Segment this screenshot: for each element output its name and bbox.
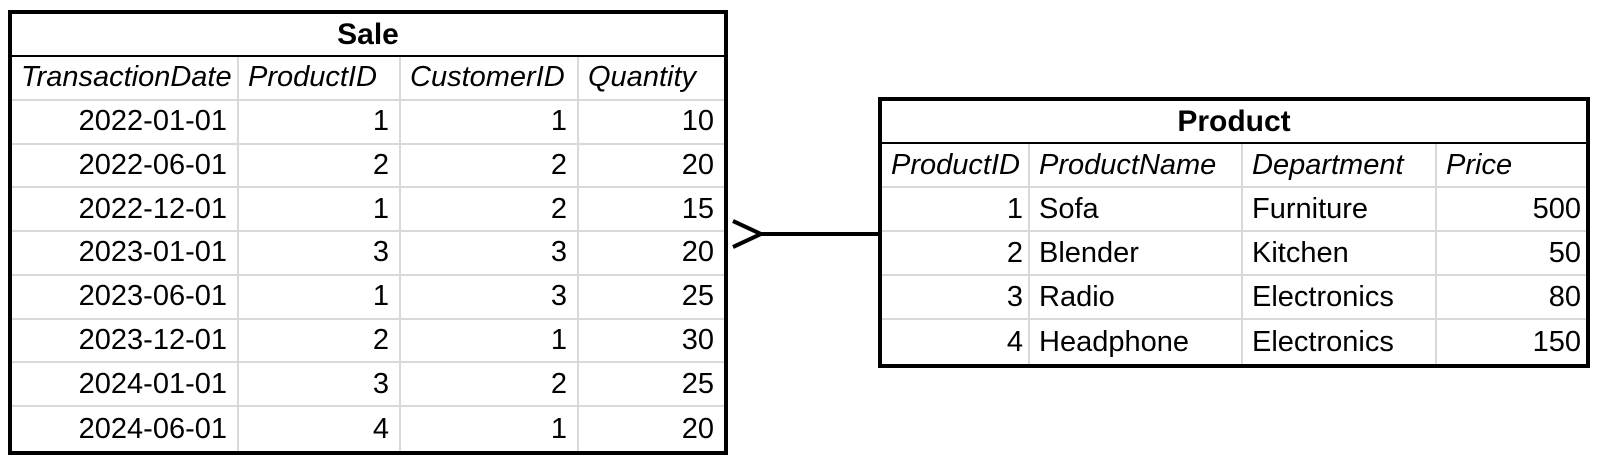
table-cell: 2 — [401, 144, 579, 189]
table-cell: Sofa — [1030, 188, 1243, 232]
table-cell: 1 — [401, 407, 579, 451]
table-cell: 1 — [882, 188, 1030, 232]
table-cell: Furniture — [1243, 188, 1437, 232]
table-cell: 2 — [239, 319, 401, 364]
table-cell: Headphone — [1030, 320, 1243, 364]
table-cell: 2024-06-01 — [12, 407, 239, 451]
table-cell: 1 — [401, 100, 579, 145]
table-cell: 1 — [239, 188, 401, 233]
column-header: TransactionDate — [12, 57, 239, 101]
table-cell: 3 — [401, 232, 579, 276]
table-cell: 3 — [239, 232, 401, 276]
column-header: ProductName — [1030, 144, 1243, 188]
table-cell: 20 — [579, 232, 724, 276]
column-header: Price — [1437, 144, 1586, 188]
column-header: Department — [1243, 144, 1437, 188]
table-cell: 20 — [579, 145, 724, 189]
table-cell: Blender — [1030, 232, 1243, 276]
column-header: ProductID — [882, 144, 1030, 188]
column-header: ProductID — [239, 57, 401, 101]
table-cell: 2023-12-01 — [12, 319, 239, 364]
table-cell: 25 — [579, 363, 724, 408]
product-table-title: Product — [882, 101, 1586, 144]
table-cell: 4 — [882, 320, 1030, 364]
table-cell: 2022-01-01 — [12, 100, 239, 145]
table-cell: 20 — [681, 412, 714, 445]
table-cell: 1 — [239, 100, 401, 145]
sale-table-title: Sale — [12, 14, 724, 57]
table-cell: 500 — [1437, 188, 1586, 232]
table-cell: 1 — [239, 275, 401, 320]
table-cell: 2024-01-01 — [12, 363, 239, 408]
table-cell: 15 — [579, 188, 724, 233]
table-cell: 2022-06-01 — [12, 144, 239, 189]
table-cell: 3 — [882, 276, 1030, 320]
table-cell: 2 — [239, 144, 401, 189]
table-cell: Radio — [1030, 276, 1243, 320]
table-cell: 2 — [882, 232, 1030, 276]
table-cell: 2023-06-01 — [12, 275, 239, 320]
table-cell: 1 — [401, 319, 579, 364]
table-cell: 3 — [401, 275, 579, 320]
table-cell: 80 — [1437, 276, 1586, 320]
table-cell: 3 — [239, 363, 401, 408]
table-cell: 30 — [579, 320, 724, 364]
table-cell: 50 — [1437, 232, 1586, 276]
table-cell: 2022-12-01 — [12, 188, 239, 233]
column-header: Quantity — [579, 57, 724, 101]
table-cell: 150 — [1532, 325, 1581, 358]
column-header: CustomerID — [401, 57, 579, 101]
table-cell: 2023-01-01 — [12, 232, 239, 276]
table-cell: 10 — [579, 101, 724, 145]
table-cell: 2 — [401, 188, 579, 233]
table-cell: Electronics — [1243, 276, 1437, 320]
table-cell: 2 — [401, 363, 579, 408]
table-cell: 25 — [579, 276, 724, 320]
table-cell: Kitchen — [1243, 232, 1437, 276]
table-cell: Electronics — [1243, 320, 1437, 364]
table-cell: 4 — [239, 407, 401, 451]
